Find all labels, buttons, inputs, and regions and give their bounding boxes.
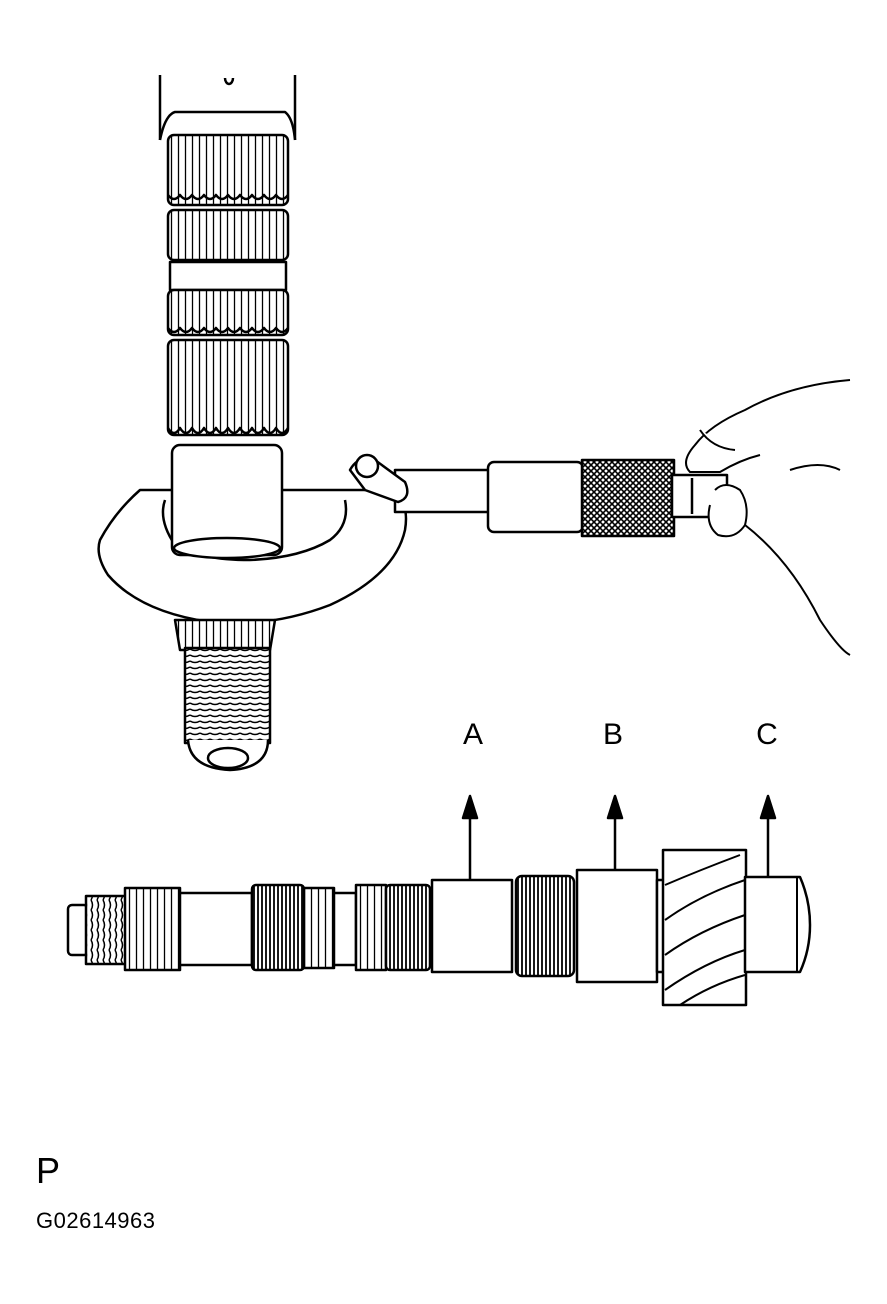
micrometer-spindle <box>393 458 729 538</box>
hand <box>685 379 851 656</box>
shaft-spline-1 <box>123 886 182 972</box>
arrow-a <box>461 794 479 880</box>
shaft-spline-5 <box>384 883 432 972</box>
journal-b <box>575 868 659 984</box>
shaft-side-view <box>66 794 812 1007</box>
shaft-thread-end <box>66 894 128 966</box>
figure-id: G02614963 <box>36 1208 156 1233</box>
shaft-lower-thread <box>173 618 277 772</box>
shaft-plain-2 <box>332 891 358 967</box>
journal-c <box>743 875 812 974</box>
shaft-measured-journal <box>170 443 284 560</box>
callout-b-label: B <box>603 718 623 751</box>
shaft-spline-6 <box>514 874 576 978</box>
micrometer-measurement-view <box>97 75 851 772</box>
micrometer-lock-lever <box>348 453 409 504</box>
helical-gear <box>661 848 748 1007</box>
callout-c-label: C <box>756 718 778 751</box>
shaft-spline-2 <box>250 883 306 972</box>
shaft-spline-3 <box>302 886 336 970</box>
arrow-c <box>759 794 777 877</box>
arrow-b <box>606 794 624 870</box>
shaft-spline-4 <box>354 883 388 972</box>
figure-code-letter: P <box>36 1150 61 1191</box>
shaft-upper-splines <box>166 133 290 437</box>
journal-a <box>430 878 514 974</box>
callout-a-label: A <box>463 718 483 751</box>
shaft-top-collar <box>158 75 297 141</box>
shaft-plain-1 <box>178 891 254 967</box>
